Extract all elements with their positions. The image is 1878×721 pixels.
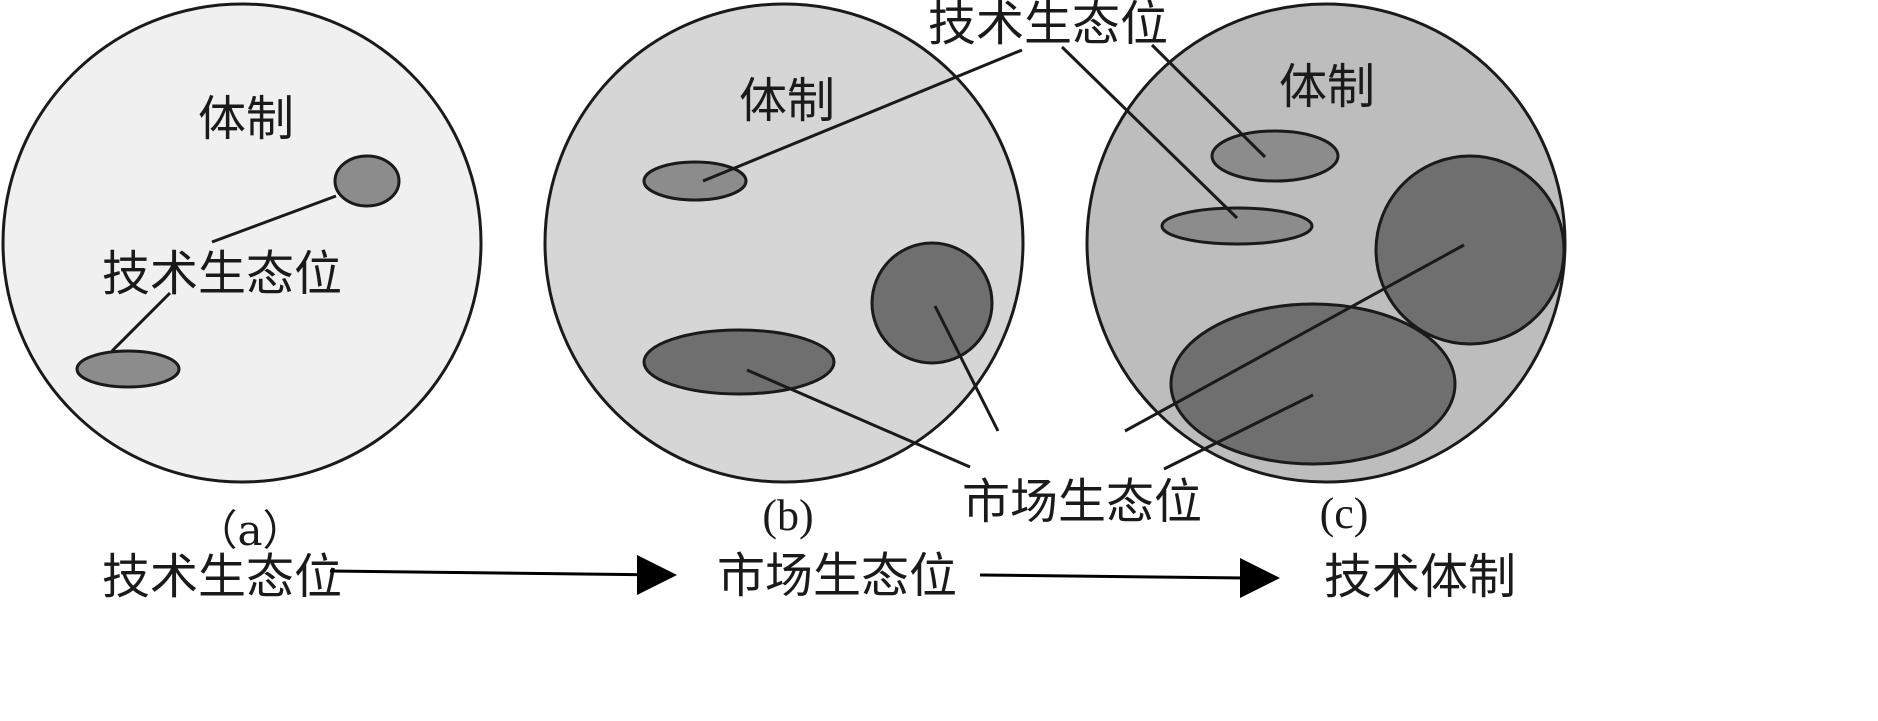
panel-c: 体制 (c) <box>1085 2 1567 538</box>
evolution-flow: 技术生态位 市场生态位 技术体制 <box>102 548 1516 605</box>
tech-niche-ellipse-c1 <box>1210 129 1340 183</box>
flow-step-tech-niche: 技术生态位 <box>102 549 342 605</box>
market-niche-ellipse-c2 <box>1169 302 1457 466</box>
leader-line-market-c1 <box>1124 243 1465 433</box>
tech-niche-ellipse-a2 <box>75 349 181 389</box>
panel-b: 体制 (b) <box>543 2 1025 540</box>
regime-label-a: 体制 <box>198 91 294 147</box>
regime-label-c: 体制 <box>1279 59 1375 115</box>
leader-line-tech-c2 <box>1060 45 1239 220</box>
flow-step-tech-regime: 技术体制 <box>1324 549 1516 605</box>
leader-line-tech-c1 <box>1150 43 1267 159</box>
market-niche-circle-c1 <box>1374 154 1566 346</box>
market-niche-label-shared: 市场生态位 <box>962 474 1202 530</box>
caption-b: (b) <box>762 491 813 540</box>
leader-line-market-b2 <box>933 305 1000 432</box>
tech-niche-ellipse-c2 <box>1160 206 1314 246</box>
panel-a: 体制 技术生态位 （a） <box>1 2 483 555</box>
tech-niche-label-a: 技术生态位 <box>102 246 342 302</box>
flow-arrow-2 <box>979 573 1246 580</box>
leader-line-market-c2 <box>1163 393 1314 471</box>
flow-arrow-1 <box>329 569 673 580</box>
regime-label-b: 体制 <box>739 73 835 129</box>
tech-niche-ellipse-b <box>642 160 748 202</box>
market-niche-circle-b2 <box>870 241 994 365</box>
tech-niche-ellipse-a1 <box>333 154 401 208</box>
regime-circle-a <box>1 2 483 484</box>
leader-line-a2 <box>110 291 172 353</box>
flow-step-market-niche: 市场生态位 <box>717 548 957 604</box>
leader-line-market-b1 <box>746 368 971 469</box>
caption-c: (c) <box>1320 489 1369 538</box>
leader-line-a1 <box>211 194 337 244</box>
tech-niche-callout: 技术生态位 <box>702 0 1267 220</box>
caption-a: （a） <box>195 506 304 555</box>
market-niche-callout: 市场生态位 <box>746 243 1465 530</box>
tech-niche-label-shared: 技术生态位 <box>928 0 1168 52</box>
flow-arrowhead-1 <box>637 555 677 595</box>
flow-arrowhead-2 <box>1240 558 1280 598</box>
leader-line-tech-b <box>702 48 1023 183</box>
market-niche-ellipse-b1 <box>642 328 836 396</box>
